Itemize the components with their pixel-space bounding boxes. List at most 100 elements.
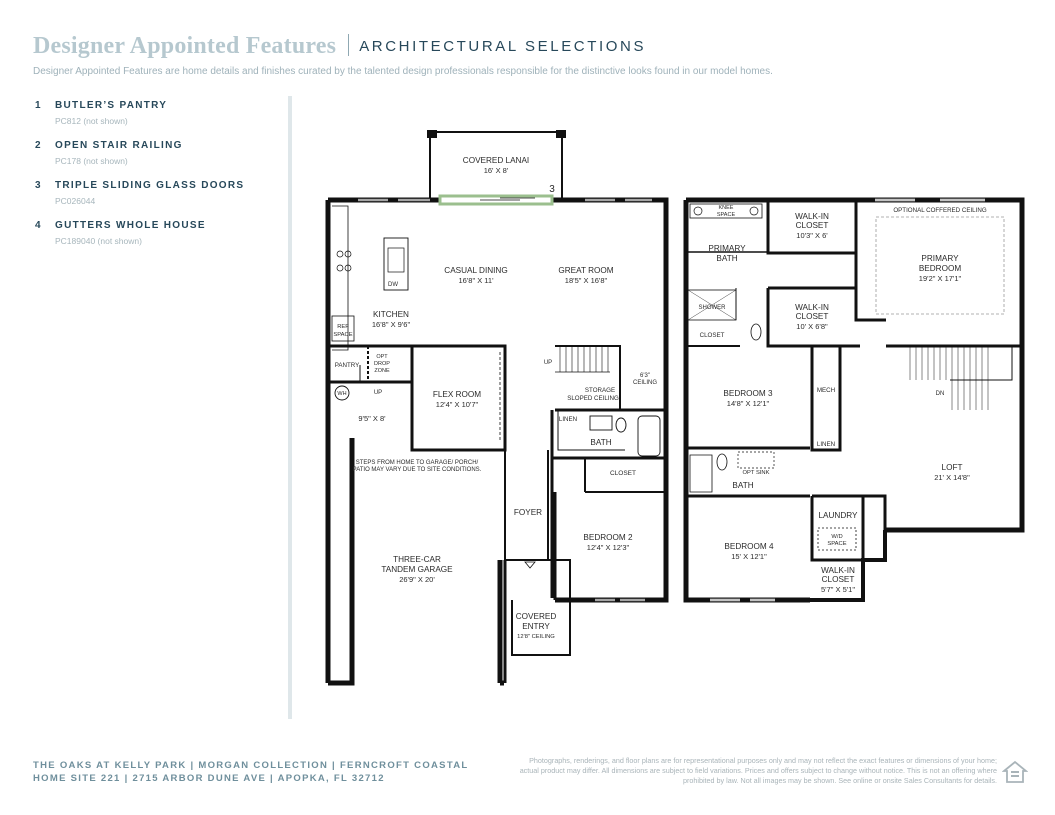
title-divider: [348, 34, 350, 56]
garage-label-1: THREE-CAR: [393, 555, 441, 564]
primary-bedroom-label-1: PRIMARY: [921, 254, 959, 263]
feature-number: 4: [35, 220, 42, 231]
walkin2-size: 10' X 6'8": [796, 322, 828, 331]
loft-size: 21' X 14'8": [934, 473, 970, 482]
primary-bedroom-label-2: BEDROOM: [919, 264, 961, 273]
primary-bath-label-2: BATH: [716, 254, 737, 263]
steps-note-1: STEPS FROM HOME TO GARAGE/ PORCH/: [356, 460, 479, 466]
ceiling-note-1: 6'3": [640, 373, 650, 379]
walkin3-size: 5'7" X 5'1": [821, 585, 855, 594]
feature-name: GUTTERS WHOLE HOUSE: [55, 220, 206, 231]
bedroom4-label: BEDROOM 4: [724, 542, 774, 551]
bath-label: BATH: [590, 438, 611, 447]
mud-room-size: 9'5" X 8': [358, 414, 386, 423]
feature-number: 3: [35, 180, 42, 191]
kitchen-size: 16'8" X 9'6": [372, 320, 411, 329]
great-room-size: 18'5" X 16'8": [565, 276, 608, 285]
dw-label: DW: [388, 282, 398, 288]
footer-line-1: THE OAKS AT KELLY PARK | MORGAN COLLECTI…: [33, 760, 469, 771]
linen-label: LINEN: [559, 416, 577, 423]
feature-code: PC026044: [55, 196, 96, 206]
drop-zone-label-3: ZONE: [374, 368, 390, 374]
bedroom4-size: 15' X 12'1": [731, 552, 767, 561]
flex-room-label: FLEX ROOM: [433, 390, 481, 399]
header-description: Designer Appointed Features are home det…: [33, 66, 773, 77]
ceiling-note-2: CEILING: [633, 380, 657, 386]
bedroom3-size: 14'8" X 12'1": [727, 399, 770, 408]
storage-label-2: SLOPED CEILING: [567, 395, 619, 402]
first-floor-plan: [325, 130, 669, 686]
walkin3-label-1: WALK-IN: [821, 566, 855, 575]
foyer-label: FOYER: [514, 508, 542, 517]
bedroom2-size: 12'4" X 12'3": [587, 543, 630, 552]
knee-space-label-2: SPACE: [717, 212, 736, 218]
footer-disclaimer: Photographs, renderings, and floor plans…: [519, 756, 997, 785]
bath-2-label: BATH: [732, 481, 753, 490]
up-label: UP: [374, 390, 382, 396]
feature-item: 4 GUTTERS WHOLE HOUSE PC189040 (not shown…: [35, 220, 275, 246]
stair-up-label: UP: [544, 360, 552, 366]
entry-label-2: ENTRY: [522, 622, 550, 631]
plan-labels: COVERED LANAI 16' X 8' 3 CASUAL DINING 1…: [333, 156, 986, 640]
feature-item: 3 TRIPLE SLIDING GLASS DOORS PC026044: [35, 180, 275, 206]
feature-code: PC189040 (not shown): [55, 236, 142, 246]
title-main: Designer Appointed Features: [33, 33, 337, 59]
feature-name: OPEN STAIR RAILING: [55, 140, 183, 151]
dining-label: CASUAL DINING: [444, 266, 507, 275]
walkin3-label-2: CLOSET: [822, 575, 855, 584]
page-title: Designer Appointed Features ARCHITECTURAL…: [33, 33, 646, 60]
floor-plan: COVERED LANAI 16' X 8' 3 CASUAL DINING 1…: [325, 130, 1025, 686]
closet-label: CLOSET: [610, 470, 636, 477]
lanai-size: 16' X 8': [484, 166, 509, 175]
storage-label-1: STORAGE: [585, 387, 615, 394]
walkin2-label-2: CLOSET: [796, 312, 829, 321]
garage-size: 26'9" X 20': [399, 575, 435, 584]
drop-zone-label-1: OPT: [376, 354, 388, 360]
entry-label-1: COVERED: [516, 612, 557, 621]
flex-room-size: 12'4" X 10'7": [436, 400, 479, 409]
entry-ceiling: 12'8" CEILING: [517, 634, 555, 640]
footer-line-2: HOME SITE 221 | 2715 ARBOR DUNE AVE | AP…: [33, 773, 385, 784]
laundry-label: LAUNDRY: [819, 511, 859, 520]
footer-community: THE OAKS AT KELLY PARK | MORGAN COLLECTI…: [33, 759, 468, 785]
column-divider: [288, 96, 292, 719]
lanai-label: COVERED LANAI: [463, 156, 529, 165]
water-heater-label: WH: [337, 391, 346, 397]
down-label: DN: [936, 391, 945, 397]
great-room-label: GREAT ROOM: [558, 266, 613, 275]
feature-name: TRIPLE SLIDING GLASS DOORS: [55, 180, 245, 191]
walkin1-size: 10'3" X 6': [796, 231, 828, 240]
feature-number: 2: [35, 140, 42, 151]
feature-item: 2 OPEN STAIR RAILING PC178 (not shown): [35, 140, 275, 166]
primary-bath-label-1: PRIMARY: [708, 244, 746, 253]
feature-code: PC178 (not shown): [55, 156, 128, 166]
pantry-label: PANTRY: [335, 362, 360, 369]
knee-space-label-1: KNEE: [719, 205, 734, 211]
walkin1-label-1: WALK-IN: [795, 212, 829, 221]
shower-label: SHOWER: [699, 305, 727, 311]
second-floor-plan: [683, 197, 1025, 603]
walkin2-label-1: WALK-IN: [795, 303, 829, 312]
garage-label-2: TANDEM GARAGE: [381, 565, 453, 574]
bedroom2-label: BEDROOM 2: [583, 533, 633, 542]
mech-label: MECH: [817, 387, 835, 394]
feature-code: PC812 (not shown): [55, 116, 128, 126]
primary-bedroom-size: 19'2" X 17'1": [919, 274, 962, 283]
opt-sink-label: OPT SINK: [743, 470, 770, 476]
wd-label-2: SPACE: [827, 541, 846, 547]
dining-size: 16'8" X 11': [459, 276, 495, 285]
linen-2-label: LINEN: [817, 441, 835, 448]
walkin1-label-2: CLOSET: [796, 221, 829, 230]
closet-2-label: CLOSET: [700, 332, 725, 339]
ref-space-label-1: REF: [337, 324, 349, 330]
coffered-ceiling-label: OPTIONAL COFFERED CEILING: [893, 207, 986, 214]
title-subtitle: ARCHITECTURAL SELECTIONS: [359, 38, 647, 55]
feature-name: BUTLER’S PANTRY: [55, 100, 168, 111]
bedroom3-label: BEDROOM 3: [723, 389, 773, 398]
feature-marker-3: 3: [549, 184, 555, 195]
equal-housing-icon: [1002, 760, 1028, 783]
ref-space-label-2: SPACE: [333, 332, 352, 338]
steps-note-2: PATIO MAY VARY DUE TO SITE CONDITIONS.: [353, 467, 482, 473]
lanai-wall: [429, 131, 563, 200]
